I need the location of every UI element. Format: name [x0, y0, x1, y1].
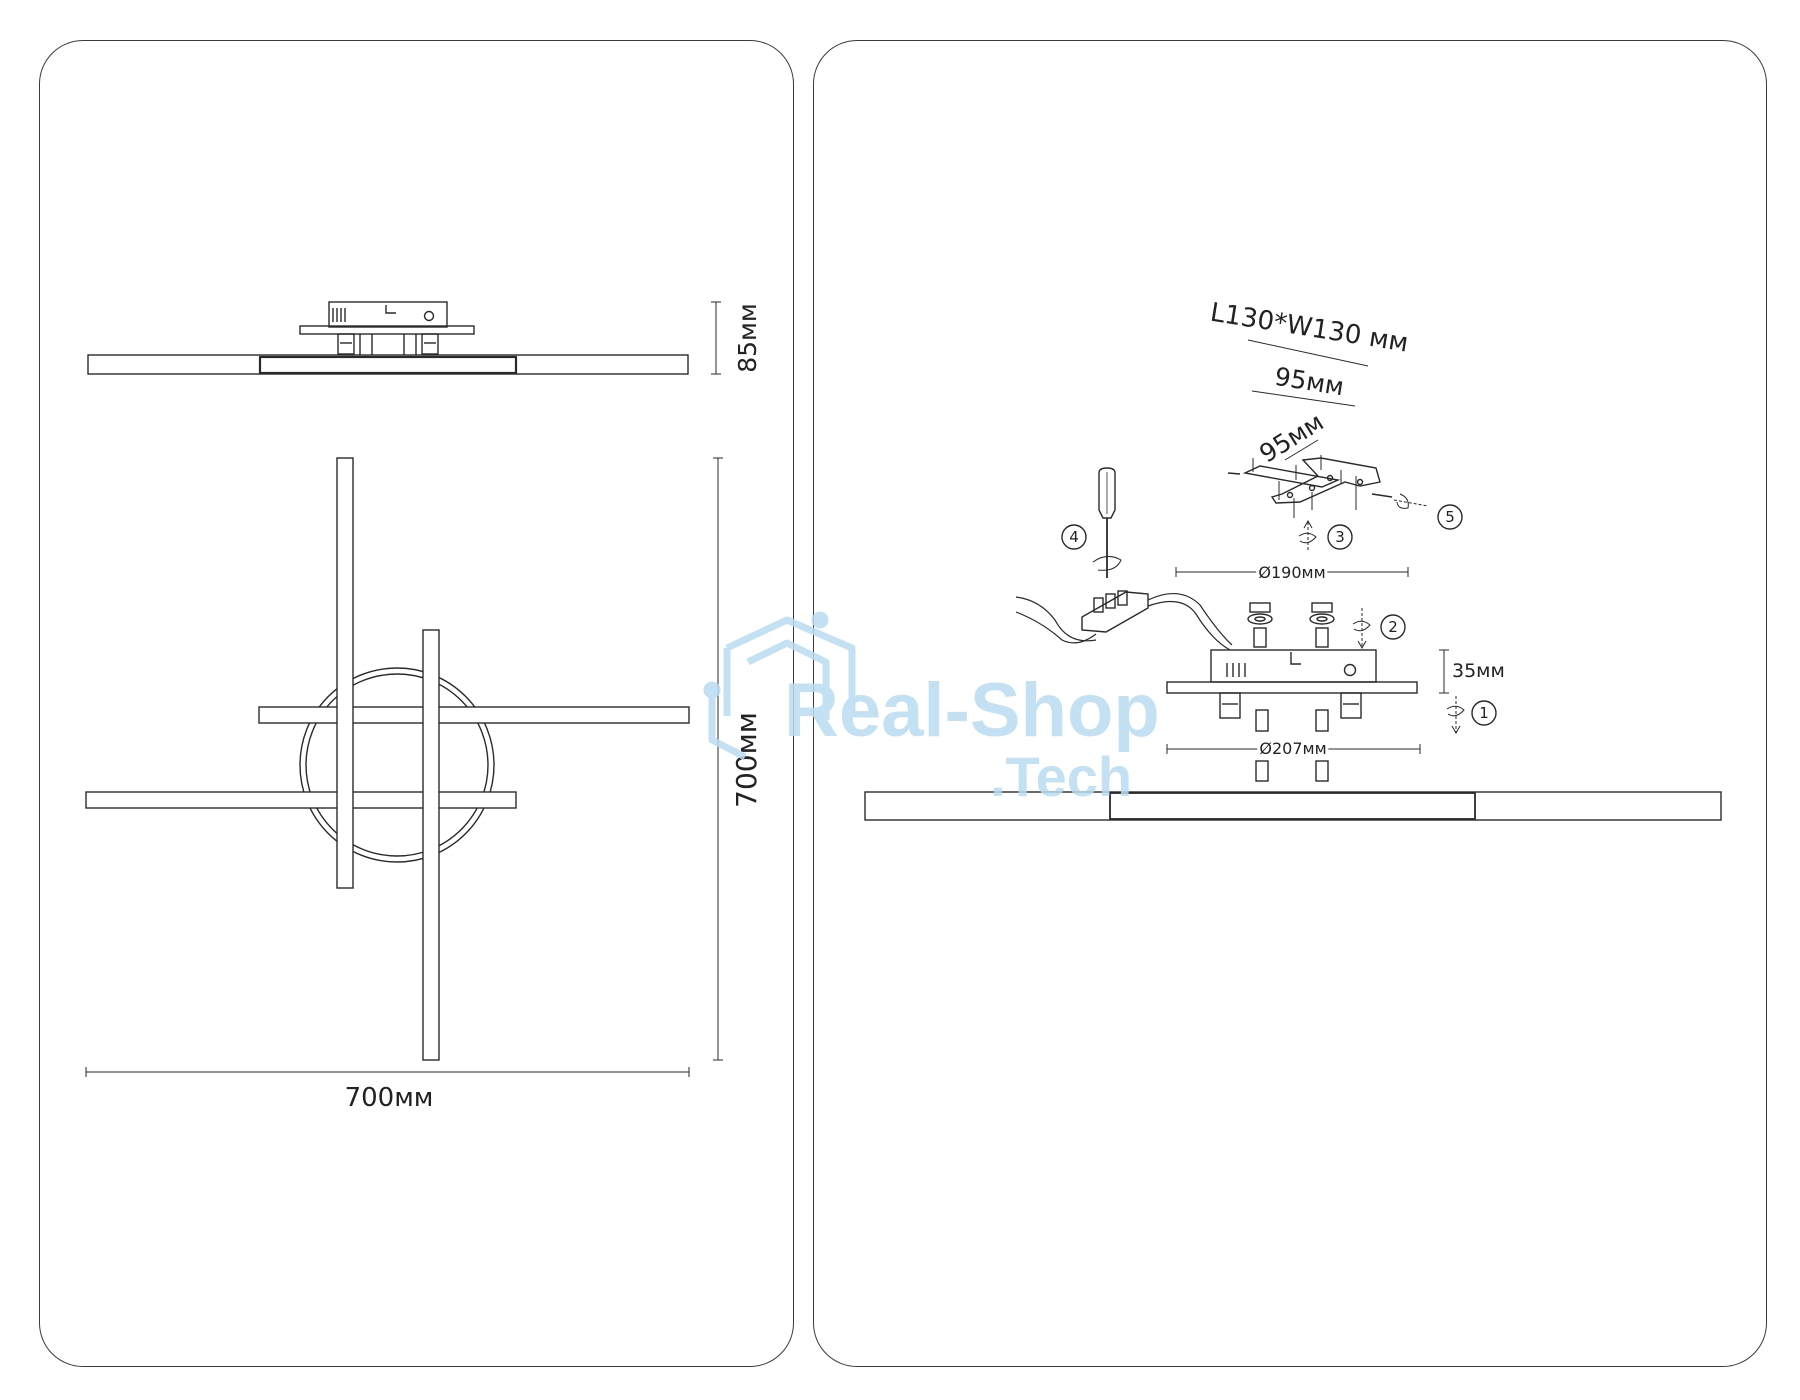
side-view [87, 301, 721, 375]
step-1-circle [1471, 700, 1497, 726]
side-view-diffuser [258, 355, 518, 375]
top-view [85, 457, 723, 1077]
top-view-base-outer [299, 667, 495, 863]
base-diameter-label: Ø207мм [1259, 739, 1326, 758]
top-view-bar-horizontal-lower [85, 791, 517, 809]
step-5-circle [1437, 504, 1463, 530]
terminal-block [1015, 590, 1233, 651]
step-1-number: 1 [1479, 704, 1489, 722]
base-height-label: 35мм [1452, 660, 1505, 682]
top-view-width-label: 700мм [345, 1083, 434, 1113]
top-view-bar-horizontal-upper [258, 706, 690, 724]
step-3-circle [1327, 524, 1353, 550]
bracket-depth-label: 95мм [1254, 407, 1328, 468]
watermark: Real-Shop .Tech [703, 611, 1160, 808]
step-4-circle [1061, 524, 1087, 550]
right-panel [813, 40, 1767, 1367]
mounting-bracket [1227, 455, 1393, 518]
watermark-logo-icon [703, 611, 856, 761]
side-view-height-label: 85мм [733, 303, 762, 373]
lamp-bar-diffuser [1109, 792, 1476, 820]
left-panel [39, 40, 794, 1367]
side-view-driver-box [328, 301, 448, 328]
top-view-bar-vertical-right [422, 629, 440, 1061]
step-2-number: 2 [1388, 618, 1398, 636]
side-view-clip-left [337, 333, 355, 355]
top-view-base-inner [305, 673, 489, 857]
watermark-text-sub: .Tech [990, 745, 1132, 808]
watermark-text-main: Real-Shop [784, 668, 1160, 753]
step-2-circle [1380, 614, 1406, 640]
installation-diagram [864, 339, 1722, 821]
side-view-clip-right [421, 333, 439, 355]
nuts-and-washers [1247, 602, 1335, 648]
bracket-size-label: L130*W130 мм [1208, 298, 1410, 359]
step-4-number: 4 [1069, 528, 1079, 546]
step-5-number: 5 [1445, 508, 1455, 526]
top-view-bar-vertical-left [336, 457, 354, 889]
screwdriver [1092, 467, 1122, 578]
top-view-height-label: 700мм [730, 712, 763, 808]
mount-diameter-label: Ø190мм [1258, 563, 1325, 582]
side-view-canopy-plate [299, 325, 475, 335]
base-canopy [1166, 649, 1418, 782]
lamp-bar-side [864, 791, 1722, 821]
step-3-number: 3 [1335, 528, 1345, 546]
